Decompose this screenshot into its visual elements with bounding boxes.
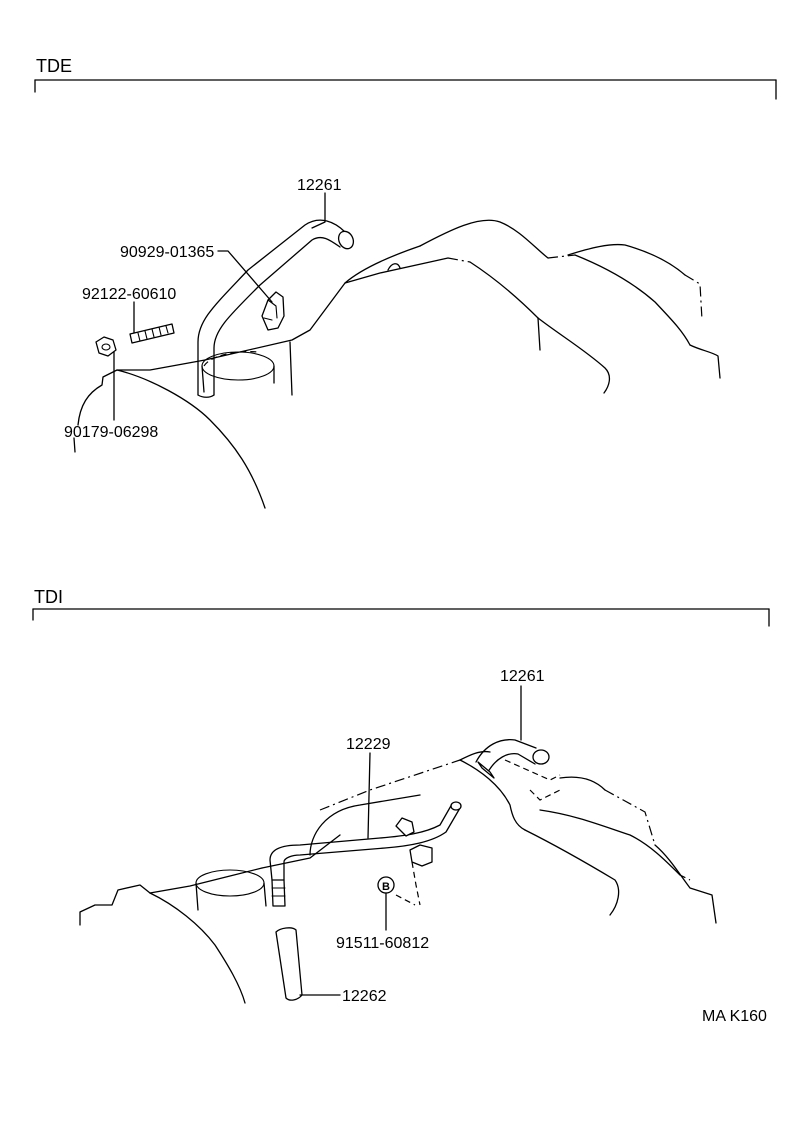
tdi-part-number-bolt: 91511-60812 [336,935,429,952]
tdi-pipe-12229 [269,794,462,907]
tde-hose-12261 [197,219,355,398]
tdi-bolt-symbol-letter: B [382,881,390,893]
tde-clamp [261,291,285,331]
tde-section-label: TDE [36,56,72,76]
tde-stud [129,323,175,344]
tdi-section-bracket [32,608,770,627]
tde-engine-outline [73,219,721,509]
tde-part-number-hose: 12261 [297,177,342,194]
tdi-bolt-symbol: B [377,876,395,894]
tde-part-number-nut: 90179-06298 [64,424,158,441]
tdi-leader-lines [299,685,522,996]
tdi-section-label: TDI [34,587,63,607]
tde-section-bracket [34,79,777,100]
tdi-section: TDI [32,587,770,1005]
tdi-part-number-hose-lower: 12262 [342,988,387,1005]
tdi-engine-outline [79,750,717,1004]
tde-leader-lines [113,192,326,421]
tde-part-number-stud: 92122-60610 [82,286,176,303]
tdi-part-number-pipe: 12229 [346,736,391,753]
diagram-code: MA K160 [702,1008,767,1025]
tdi-hose-upper-12261 [475,739,561,801]
tde-part-number-clamp: 90929-01365 [120,244,214,261]
tdi-bracket [395,817,433,906]
tdi-hose-lower-12262 [275,927,303,1001]
tdi-part-number-hose-upper: 12261 [500,668,545,685]
tde-section: TDE [34,56,777,509]
tde-nut [95,336,117,357]
